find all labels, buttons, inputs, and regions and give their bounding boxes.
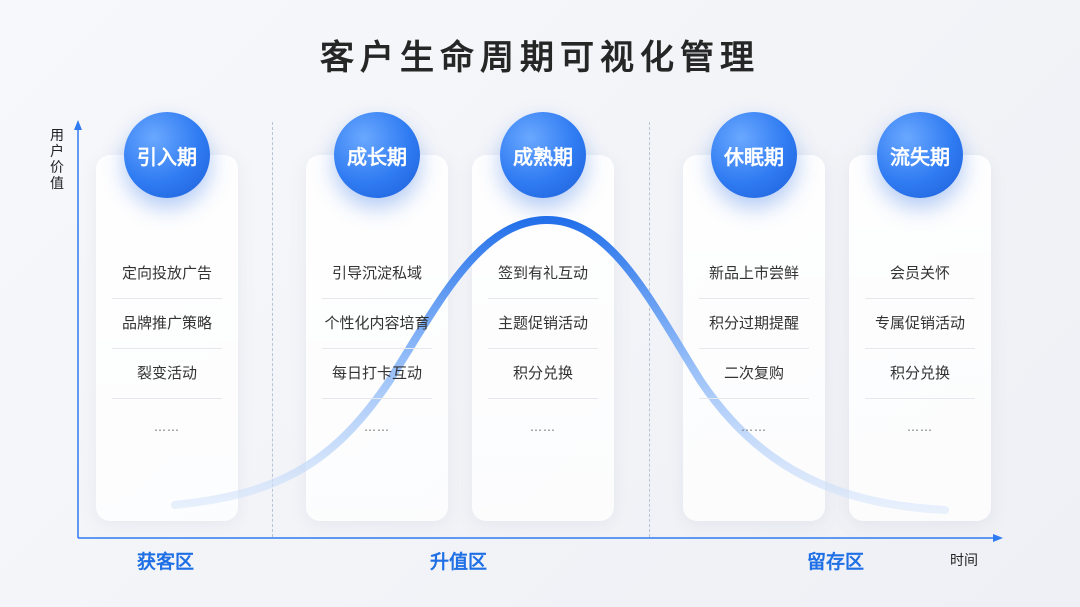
stage-badge: 成熟期 [500,112,586,198]
stage-item: 定向投放广告 [121,264,212,282]
stage-card [472,155,614,521]
stage-card [849,155,991,521]
more-ellipsis: …… [154,420,180,434]
divider [699,398,809,399]
more-ellipsis: …… [741,420,767,434]
stage-item: 积分兑换 [889,364,950,382]
stage-item: 二次复购 [723,364,784,382]
stage-item: 专属促销活动 [874,314,965,332]
zone-divider [649,122,650,537]
divider [112,398,222,399]
divider [322,398,432,399]
divider [699,348,809,349]
divider [865,348,975,349]
divider [699,298,809,299]
stage-badge: 流失期 [877,112,963,198]
x-axis-arrow [993,534,1003,542]
divider [112,348,222,349]
stage-item: 裂变活动 [136,364,197,382]
page-title: 客户生命周期可视化管理 [320,38,760,78]
divider [865,398,975,399]
divider [488,398,598,399]
divider [488,298,598,299]
divider [322,348,432,349]
stage-item: 积分过期提醒 [708,314,799,332]
stage-item: 品牌推广策略 [121,314,212,332]
zone-label-value-growth: 升值区 [430,551,488,573]
stage-card [683,155,825,521]
zone-divider [272,122,273,537]
divider [865,298,975,299]
zone-label-retention: 留存区 [807,551,865,573]
stage-badge: 成长期 [334,112,420,198]
y-axis-label: 用户价值 [50,128,64,192]
stage-item: 积分兑换 [512,364,573,382]
stage-item: 会员关怀 [889,264,950,282]
stage-item: 每日打卡互动 [331,364,422,382]
stage-card [96,155,238,521]
stage-item: 新品上市尝鲜 [708,264,799,282]
stage-item: 个性化内容培育 [324,314,430,332]
more-ellipsis: …… [364,420,390,434]
x-axis-label: 时间 [950,553,978,569]
y-axis-arrow [74,120,82,130]
stage-card [306,155,448,521]
stage-badge: 休眠期 [711,112,797,198]
zone-label-acquisition: 获客区 [137,551,195,573]
lifecycle-curve [171,215,949,514]
stage-item: 引导沉淀私域 [331,264,422,282]
divider [322,298,432,299]
stage-badge: 引入期 [124,112,210,198]
stage-item: 签到有礼互动 [497,264,588,282]
more-ellipsis: …… [530,420,556,434]
more-ellipsis: …… [907,420,933,434]
divider [488,348,598,349]
stage-item: 主题促销活动 [497,314,588,332]
divider [112,298,222,299]
